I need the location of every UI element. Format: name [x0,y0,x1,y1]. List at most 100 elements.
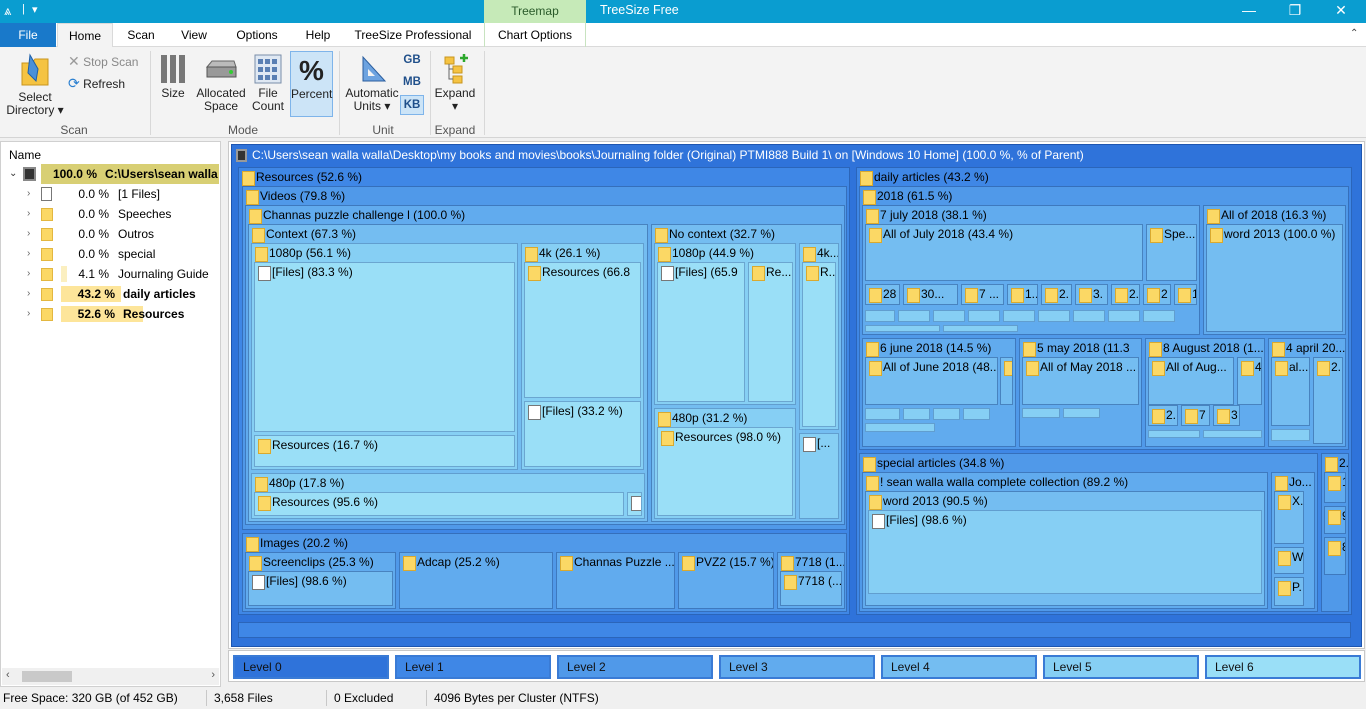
kb-unit-button[interactable]: KB [400,95,424,115]
treemap-small-cell[interactable] [865,310,895,322]
tab-help[interactable]: Help [305,28,331,42]
treemap-box-c1[interactable]: 1.. [1324,472,1346,503]
treemap-box-n2c[interactable]: 2. [1313,357,1343,444]
tree-item-special[interactable]: › 0.0 % special [1,244,220,264]
expand-arrow-icon[interactable]: › [27,228,31,239]
treemap-small-cell[interactable] [903,408,930,420]
file-count-button[interactable]: File Count [250,53,286,113]
stop-scan-button[interactable]: ✕ Stop Scan [68,54,138,69]
treemap-box-r[interactable]: R... [802,262,836,427]
expand-arrow-icon[interactable]: › [27,188,31,199]
treemap-small-cell[interactable] [898,310,930,322]
treemap-box-allmay[interactable]: All of May 2018 ... [1022,357,1139,405]
treemap-box-d28[interactable]: 28 ... [865,284,900,305]
tree-item-daily-articles[interactable]: › 43.2 % daily articles [1,284,220,304]
mb-unit-button[interactable]: MB [403,76,421,88]
treemap-box-al[interactable]: al... [1271,357,1310,426]
treemap-small-cell[interactable] [943,325,1018,332]
scroll-left-icon[interactable]: ‹ [6,669,10,681]
treemap-box-allaug[interactable]: All of Aug... [1148,357,1234,405]
tree-item-outros[interactable]: › 0.0 % Outros [1,224,220,244]
treemap-box-res980[interactable]: Resources (98.0 %) [657,427,793,516]
treemap-small-cell[interactable] [1063,408,1100,418]
scroll-right-icon[interactable]: › [211,669,215,681]
treemap-box-x[interactable]: X. [1274,491,1304,544]
treemap-box-brk1[interactable]: [.. [627,492,642,516]
treemap-small-cell[interactable] [1108,310,1140,322]
tree-item-resources[interactable]: › 52.6 % Resources [1,304,220,324]
treemap-box-d1[interactable]: 1... [1007,284,1038,305]
treemap-box-files986b[interactable]: [Files] (98.6 %) [868,510,1262,594]
gb-unit-button[interactable]: GB [403,54,421,66]
treemap-box-word2013a[interactable]: word 2013 (100.0 %) [1206,224,1343,332]
treemap-small-cell[interactable] [933,310,965,322]
tree-item-journaling-guide[interactable]: › 4.1 % Journaling Guide [1,264,220,284]
treemap-small-cell[interactable] [933,408,960,420]
tab-home[interactable]: Home [57,23,113,48]
treemap-small-cell[interactable] [1203,430,1262,438]
treemap-box-n7[interactable]: 7 [1181,405,1210,426]
treemap-box-brk2[interactable]: [... [799,433,839,519]
treemap-box-alljuly[interactable]: All of July 2018 (43.4 %) [865,224,1143,281]
expand-arrow-icon[interactable]: › [27,288,31,299]
expand-arrow-icon[interactable]: › [27,268,31,279]
size-button[interactable]: Size [155,53,191,100]
expand-button[interactable]: Expand ▾ [434,53,476,113]
tab-options[interactable]: Options [236,28,278,42]
expand-arrow-icon[interactable]: › [27,248,31,259]
treemap-small-cell[interactable] [1148,430,1200,438]
collapse-chevron-icon[interactable]: ⌄ [9,168,18,179]
select-directory-button[interactable]: Select Directory ▾ [4,53,66,117]
treemap-box-res956[interactable]: Resources (95.6 %) [254,492,624,516]
treemap-box-alljune[interactable]: All of June 2018 (48.... [865,357,998,405]
scrollbar-thumb[interactable] [22,671,72,682]
treemap-box-files332[interactable]: [Files] (33.2 %) [524,401,641,467]
treemap-box-channaspuzzle[interactable]: Channas Puzzle ... [556,552,675,609]
treemap-box-d2[interactable]: 2. [1041,284,1072,305]
tree-item-files[interactable]: › 0.0 % [1 Files] [1,184,220,204]
treemap-small-cell[interactable] [1022,408,1060,418]
treemap-box-res668[interactable]: Resources (66.8 [524,262,641,398]
treemap-box-c9[interactable]: 9.. [1324,506,1346,534]
treemap-box-files659[interactable]: [Files] (65.9 [657,262,745,402]
treemap-box-c8[interactable]: 8.. [1324,537,1346,575]
minimize-button[interactable]: — [1242,2,1256,18]
treemap-box-w[interactable]: W [1274,547,1304,574]
percent-button[interactable]: % Percent [290,51,333,117]
tab-view[interactable]: View [181,28,207,42]
tab-chart-options[interactable]: Chart Options [497,28,573,42]
treemap-level0[interactable]: C:\Users\sean walla walla\Desktop\my boo… [231,144,1362,647]
treemap-box-d7[interactable]: 7 ... [961,284,1004,305]
horizontal-scrollbar[interactable]: ‹ › [2,668,219,685]
close-button[interactable]: ✕ [1335,2,1347,18]
tree-root-row[interactable]: ⌄ 100.0 % C:\Users\sean walla walla\Desk… [1,164,220,184]
quick-access-dropdown-icon[interactable]: ▾ [32,4,38,16]
treemap-small-cell[interactable] [1038,310,1070,322]
treemap-box-d1b[interactable]: 1 [1174,284,1197,305]
treemap-small-cell[interactable] [968,310,1000,322]
treemap-small-items-strip[interactable] [238,622,1351,638]
treemap-small-cell[interactable] [1271,429,1310,441]
treemap-small-cell[interactable] [1143,310,1175,322]
treemap-box-adcap[interactable]: Adcap (25.2 %) [399,552,553,609]
treemap-box-n2b[interactable]: 2. [1148,405,1178,426]
treemap-small-cell[interactable] [1073,310,1105,322]
treemap-small-cell[interactable] [865,325,940,332]
treemap-box-files83[interactable]: [Files] (83.3 %) [254,262,515,432]
automatic-units-button[interactable]: Automatic Units ▾ [344,53,400,113]
tree-item-speeches[interactable]: › 0.0 % Speeches [1,204,220,224]
tab-treesize-professional[interactable]: TreeSize Professional [354,28,472,42]
treemap-small-cell[interactable] [1003,310,1035,322]
tree-column-name-header[interactable]: Name [9,148,42,162]
treemap-small-cell[interactable] [865,408,900,420]
refresh-button[interactable]: ⟳ Refresh [68,76,125,91]
treemap-box-p[interactable]: P. [1274,577,1304,606]
treemap-box-n4[interactable]: 4 [1237,357,1262,405]
treemap-box-s7718b[interactable]: 7718 (... [780,571,842,606]
treemap-box-n2[interactable]: 2. [1000,357,1013,405]
treemap-box-pvz2[interactable]: PVZ2 (15.7 %) [678,552,774,609]
treemap-small-cell[interactable] [865,423,935,432]
tab-file[interactable]: File [0,23,56,47]
panel-splitter[interactable] [222,141,228,687]
treemap-box-d30[interactable]: 30... [903,284,958,305]
